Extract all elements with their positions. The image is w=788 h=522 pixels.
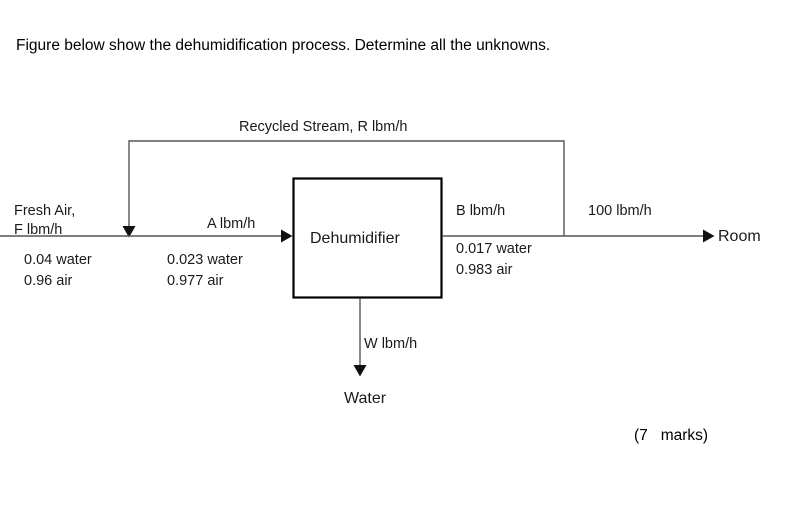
dehumidifier-label: Dehumidifier bbox=[310, 230, 400, 247]
room-stream-label: 100 lbm/h bbox=[588, 203, 652, 219]
feed-arrow-head bbox=[281, 229, 293, 243]
dehumidifier-unit bbox=[292, 177, 443, 299]
room-arrow-head bbox=[703, 229, 715, 243]
recycle-stream-label: Recycled Stream, R lbm/h bbox=[239, 119, 407, 135]
recycle-arrow-head bbox=[122, 226, 136, 238]
water-arrow-head bbox=[353, 365, 367, 377]
recycle-stream-line bbox=[128, 140, 565, 236]
fresh-air-composition-air: 0.96 air bbox=[24, 273, 73, 289]
stream-a-composition-air: 0.977 air bbox=[167, 273, 224, 289]
water-stream-label: W lbm/h bbox=[364, 336, 417, 352]
room-destination-label: Room bbox=[718, 228, 761, 245]
fresh-air-label-line1: Fresh Air, bbox=[14, 203, 75, 219]
page-title: Figure below show the dehumidification p… bbox=[16, 37, 551, 54]
stream-a-composition-water: 0.023 water bbox=[167, 252, 243, 268]
stream-b-composition-air: 0.983 air bbox=[456, 262, 513, 278]
marks-note: (7 marks) bbox=[634, 427, 709, 444]
fresh-air-label-line2: F lbm/h bbox=[14, 222, 62, 238]
fresh-air-composition-water: 0.04 water bbox=[24, 252, 92, 268]
stream-b-composition-water: 0.017 water bbox=[456, 241, 532, 257]
stream-b-label: B lbm/h bbox=[456, 203, 505, 219]
water-destination-label: Water bbox=[344, 390, 387, 407]
stream-a-label: A lbm/h bbox=[207, 216, 255, 232]
